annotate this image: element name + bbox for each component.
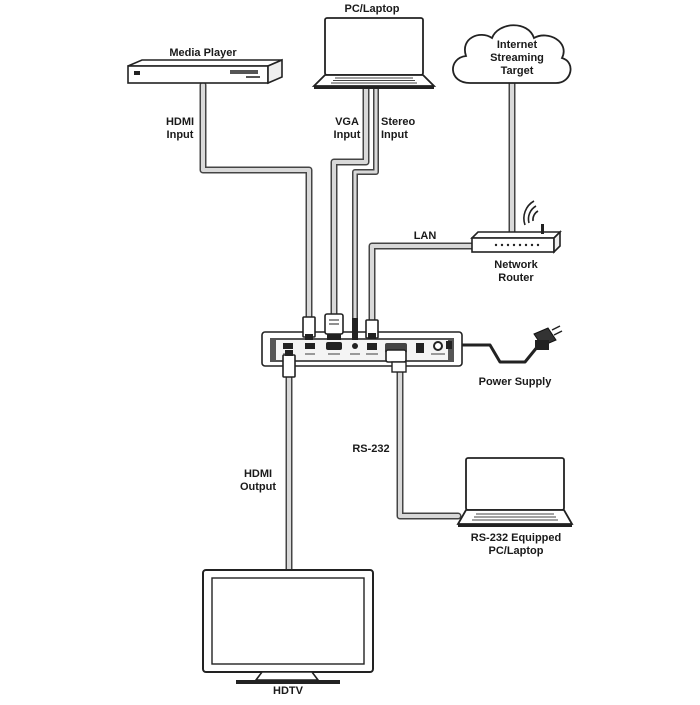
dc-in-port (433, 341, 443, 351)
internet-label-line1: Internet (496, 39, 538, 51)
rs232-pc-label-line2: PC/Laptop (488, 545, 544, 557)
internet-label-line2: Streaming (490, 52, 544, 64)
hdmi-output-label-line1: HDMI (243, 468, 273, 480)
lan-cable (368, 242, 476, 326)
pc-laptop-label: PC/Laptop (344, 3, 400, 15)
rs232-cable (396, 368, 462, 520)
internet-cloud (452, 24, 572, 84)
lan-label: LAN (413, 230, 437, 242)
hdmi-input-cable (199, 81, 313, 324)
lan-port (367, 343, 377, 350)
router-label-line1: Network (494, 259, 538, 271)
internet-label-line3: Target (500, 65, 534, 77)
hdmi-input-label-line1: HDMI (165, 116, 195, 128)
usb-port (416, 343, 424, 353)
vga-input-label-line1: VGA (335, 116, 359, 128)
vga-in-port (326, 342, 342, 350)
vga-input-label-line2: Input (333, 129, 361, 141)
power-adapter (533, 325, 563, 350)
rs232-pc-label-line1: RS-232 Equipped (470, 532, 562, 544)
pc-laptop-device (311, 17, 437, 89)
hdmi-out-port (283, 343, 293, 349)
plugged-connectors (282, 313, 452, 378)
audio-in-port (352, 343, 358, 349)
stereo-input-label-line2: Input (381, 129, 408, 141)
hdmi-input-label-line2: Input (166, 129, 194, 141)
hdmi-output-label-line2: Output (239, 481, 277, 493)
rs232-label: RS-232 (352, 443, 390, 455)
power-supply-label: Power Supply (478, 376, 552, 388)
stereo-input-label-line1: Stereo (381, 116, 416, 128)
stereo-input-cable (352, 85, 379, 325)
vga-input-cable (330, 84, 370, 320)
network-router-device (470, 200, 562, 254)
wifi-signal-icon (523, 200, 539, 226)
hdtv-label: HDTV (273, 685, 303, 697)
router-label-line2: Router (498, 272, 534, 284)
media-player-device (127, 58, 283, 85)
power-cable (448, 343, 540, 364)
media-player-label: Media Player (169, 47, 237, 59)
rs232-laptop-device (456, 457, 574, 527)
hdtv-device (202, 569, 374, 684)
hdmi-in-port (305, 343, 315, 349)
cables (199, 79, 540, 574)
